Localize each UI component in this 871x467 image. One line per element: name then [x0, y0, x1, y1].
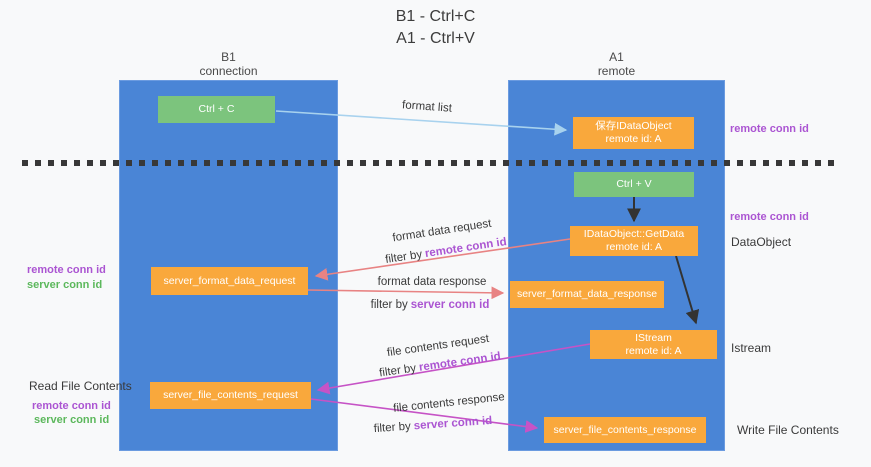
- node-ctrl-v: Ctrl + V: [574, 172, 694, 197]
- node-ctrl-c-label: Ctrl + C: [198, 103, 235, 115]
- lane-a1-name: A1: [609, 50, 624, 64]
- node-server-file-contents-response-label: server_file_contents_response: [553, 423, 697, 436]
- title-line-1: B1 - Ctrl+C: [395, 8, 476, 25]
- copy-paste-separator-line: [22, 160, 836, 166]
- annotation-server-conn-id-left-2: server conn id: [34, 414, 110, 426]
- filter-by-text: filter by: [384, 248, 423, 266]
- diagram-title: B1 - Ctrl+C A1 - Ctrl+V: [0, 6, 871, 50]
- label-format-list-text: format list: [401, 99, 453, 115]
- node-server-file-contents-request-label: server_file_contents_request: [163, 389, 298, 401]
- remote-conn-id-text: remote conn id: [418, 350, 502, 374]
- label-file-contents-response-text: file contents response: [392, 391, 506, 415]
- node-save-idataobject-line1: 保存IDataObject: [595, 120, 672, 132]
- node-istream-line1: IStream: [635, 331, 672, 344]
- label-file-contents-response: file contents response: [393, 391, 506, 415]
- lane-b1-name: B1: [221, 50, 236, 64]
- lane-a1-subtitle: remote: [597, 64, 636, 78]
- annotation-remote-conn-id-left-2: remote conn id: [32, 400, 111, 412]
- node-server-format-data-response: server_format_data_response: [510, 281, 664, 308]
- node-server-file-contents-response: server_file_contents_response: [544, 417, 706, 443]
- node-server-file-contents-request: server_file_contents_request: [150, 382, 311, 409]
- server-conn-id-text: server conn id: [410, 299, 490, 311]
- node-server-format-data-response-label: server_format_data_response: [516, 288, 658, 300]
- lane-b1-subtitle: connection: [199, 64, 258, 78]
- annotation-remote-conn-id-mid-right: remote conn id: [730, 211, 809, 223]
- annotation-server-conn-id-left-1: server conn id: [27, 279, 103, 291]
- label-format-data-response: format data response: [378, 276, 487, 288]
- annotation-dataobject: DataObject: [731, 235, 792, 249]
- server-conn-id-text: server conn id: [413, 414, 493, 433]
- annotation-remote-conn-id-top-right: remote conn id: [730, 123, 809, 135]
- node-server-format-data-request-label: server_format_data_request: [163, 274, 296, 287]
- filter-by-text: filter by: [373, 420, 412, 436]
- node-server-format-data-request: server_format_data_request: [151, 267, 308, 295]
- filter-by-text: filter by: [378, 362, 417, 380]
- node-idataobject-getdata-line1: IDataObject::GetData: [583, 228, 685, 240]
- node-ctrl-v-label: Ctrl + V: [616, 178, 652, 190]
- filter-by-text: filter by: [370, 299, 408, 311]
- lane-header-b1: B1 connection: [119, 50, 338, 78]
- title-line-2: A1 - Ctrl+V: [396, 30, 475, 47]
- lane-header-a1: A1 remote: [508, 50, 725, 78]
- node-save-idataobject: 保存IDataObject remote id: A: [573, 117, 694, 149]
- label-format-list: format list: [402, 99, 453, 114]
- node-save-idataobject-line2: remote id: A: [605, 133, 662, 145]
- annotation-write-file-contents: Write File Contents: [737, 423, 839, 437]
- label-format-data-response-text: format data response: [377, 276, 487, 288]
- remote-conn-id-text: remote conn id: [424, 236, 508, 261]
- node-idataobject-getdata-line2: remote id: A: [605, 241, 663, 253]
- node-ctrl-c: Ctrl + C: [158, 96, 275, 123]
- annotation-remote-conn-id-left-1: remote conn id: [27, 264, 106, 276]
- node-idataobject-getdata: IDataObject::GetData remote id: A: [570, 226, 698, 256]
- annotation-istream: Istream: [731, 341, 772, 355]
- node-istream-line2: remote id: A: [625, 344, 682, 357]
- annotation-read-file-contents: Read File Contents: [29, 379, 132, 393]
- node-istream: IStream remote id: A: [590, 330, 717, 359]
